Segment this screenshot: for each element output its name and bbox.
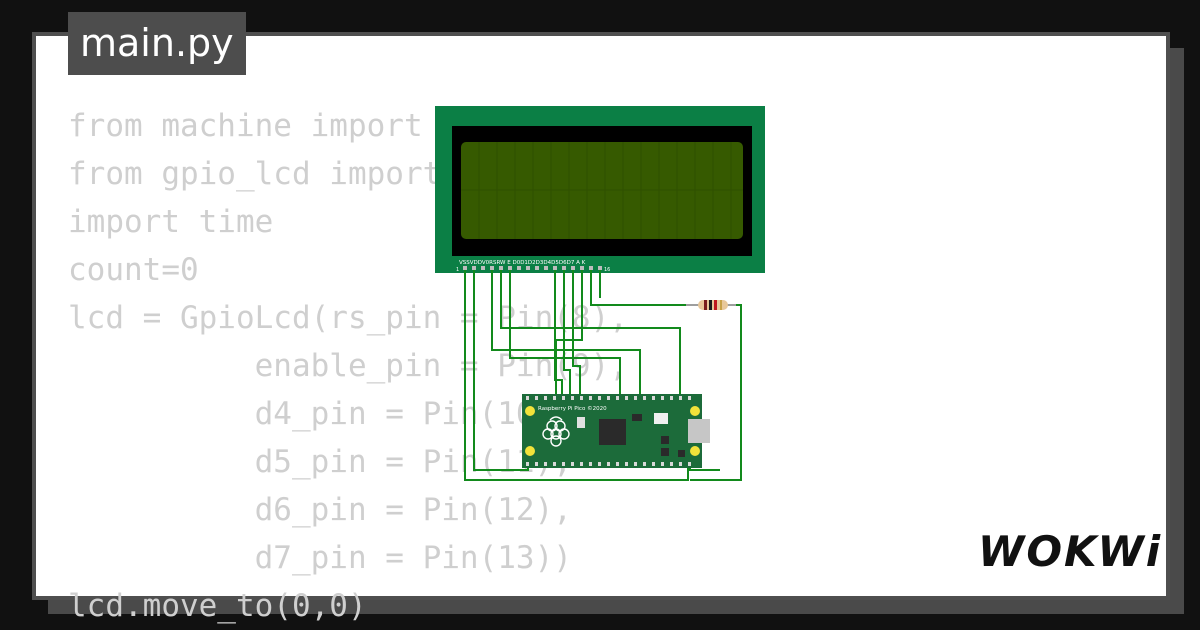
code-line: import time: [68, 204, 274, 240]
pico-rp2040-chip: [599, 419, 626, 445]
pico-mount-hole: [525, 446, 535, 456]
pico-mount-hole: [525, 406, 535, 416]
resistor[interactable]: [686, 300, 736, 310]
logo-text: WOKWi: [978, 527, 1163, 576]
file-tab[interactable]: main.py: [68, 12, 246, 75]
raspberry-pi-pico[interactable]: Raspberry Pi Pico ©2020: [522, 394, 710, 468]
pico-mount-hole: [690, 406, 700, 416]
lcd-pin-last: 16: [604, 267, 610, 273]
pico-bootsel-button[interactable]: [577, 417, 585, 428]
pico-pin-row-top: [526, 396, 691, 400]
pico-pin-row-bottom: [526, 462, 691, 466]
raspberry-logo-icon: [542, 416, 570, 447]
code-line: lcd.move_to(0,0): [68, 588, 367, 624]
pico-mount-hole: [690, 446, 700, 456]
resistor-body: [698, 300, 728, 310]
pico-led: [654, 413, 668, 424]
pico-label: Raspberry Pi Pico ©2020: [538, 405, 607, 412]
code-line: count=0: [68, 252, 199, 288]
lcd-module[interactable]: VSSVDDV0RSRW E D0D1D2D3D4D5D6D7 A K 1 16: [435, 106, 765, 273]
code-line: d4_pin = Pin(10),: [68, 396, 572, 432]
code-line: d7_pin = Pin(13)): [68, 540, 572, 576]
code-line: d6_pin = Pin(12),: [68, 492, 572, 528]
pico-usb-port[interactable]: [688, 419, 710, 443]
code-line: lcd = GpioLcd(rs_pin = Pin(8),: [68, 300, 628, 336]
lcd-pin-first: 1: [456, 267, 459, 273]
lcd-char-grid: [461, 142, 743, 239]
code-line: enable_pin = Pin(9),: [68, 348, 628, 384]
lcd-pin-header: [463, 266, 602, 270]
wokwi-logo: WOKWi: [978, 528, 1160, 576]
lcd-pin-labels: VSSVDDV0RSRW E D0D1D2D3D4D5D6D7 A K: [459, 260, 586, 266]
code-line: d5_pin = Pin(11),: [68, 444, 572, 480]
